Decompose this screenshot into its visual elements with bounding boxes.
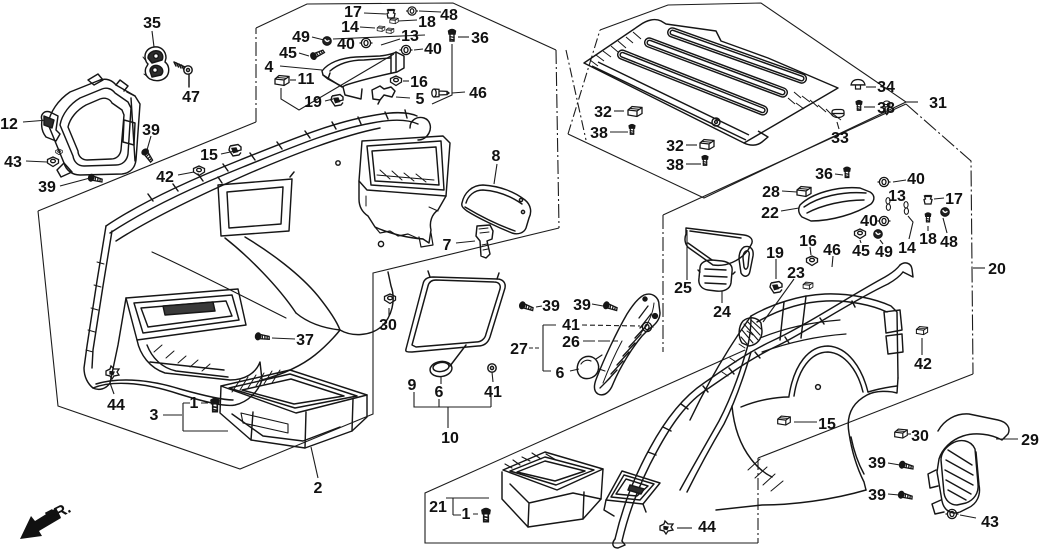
- svg-text:36: 36: [471, 30, 489, 47]
- svg-text:32: 32: [594, 104, 612, 121]
- svg-text:43: 43: [981, 514, 999, 531]
- svg-text:47: 47: [182, 89, 200, 106]
- svg-text:42: 42: [156, 169, 174, 186]
- svg-text:40: 40: [860, 213, 878, 230]
- svg-text:38: 38: [877, 100, 895, 117]
- svg-text:11: 11: [298, 71, 315, 88]
- svg-text:45: 45: [279, 45, 297, 62]
- svg-text:10: 10: [441, 430, 459, 447]
- svg-text:6: 6: [556, 365, 565, 382]
- svg-text:39: 39: [868, 487, 886, 504]
- svg-text:48: 48: [940, 234, 958, 251]
- svg-text:40: 40: [424, 41, 442, 58]
- svg-text:21: 21: [429, 499, 447, 516]
- svg-text:17: 17: [344, 4, 362, 21]
- svg-text:41: 41: [562, 317, 580, 334]
- svg-text:15: 15: [200, 147, 218, 164]
- svg-text:44: 44: [107, 397, 125, 414]
- svg-text:30: 30: [911, 428, 929, 445]
- svg-text:46: 46: [823, 242, 841, 259]
- svg-text:42: 42: [914, 356, 932, 373]
- svg-text:37: 37: [296, 332, 314, 349]
- svg-text:15: 15: [818, 416, 836, 433]
- svg-text:1: 1: [190, 395, 199, 412]
- svg-text:1: 1: [462, 506, 471, 523]
- svg-text:40: 40: [907, 171, 925, 188]
- svg-text:9: 9: [408, 377, 417, 394]
- svg-text:23: 23: [787, 265, 805, 282]
- svg-text:14: 14: [341, 19, 359, 36]
- svg-text:34: 34: [877, 79, 895, 96]
- svg-text:18: 18: [919, 231, 937, 248]
- svg-text:5: 5: [416, 91, 425, 108]
- svg-text:39: 39: [573, 297, 591, 314]
- svg-text:35: 35: [143, 15, 161, 32]
- svg-text:48: 48: [440, 7, 458, 24]
- svg-text:13: 13: [401, 28, 419, 45]
- svg-text:20: 20: [988, 261, 1006, 278]
- svg-text:22: 22: [761, 205, 779, 222]
- svg-text:24: 24: [713, 304, 731, 321]
- svg-text:39: 39: [542, 298, 560, 315]
- svg-text:12: 12: [0, 116, 18, 133]
- svg-text:29: 29: [1021, 432, 1039, 449]
- svg-text:6: 6: [435, 384, 444, 401]
- svg-text:46: 46: [469, 85, 487, 102]
- svg-text:13: 13: [888, 188, 906, 205]
- svg-text:49: 49: [875, 244, 893, 261]
- svg-text:45: 45: [852, 243, 870, 260]
- svg-text:25: 25: [674, 280, 692, 297]
- svg-text:27: 27: [510, 341, 528, 358]
- svg-text:44: 44: [698, 519, 716, 536]
- svg-text:FR.: FR.: [43, 500, 74, 527]
- svg-text:39: 39: [38, 179, 56, 196]
- svg-text:7: 7: [443, 237, 452, 254]
- svg-text:32: 32: [666, 138, 684, 155]
- svg-text:19: 19: [304, 94, 322, 111]
- svg-text:39: 39: [868, 455, 886, 472]
- svg-text:43: 43: [4, 154, 22, 171]
- svg-text:3: 3: [150, 407, 159, 424]
- svg-text:2: 2: [314, 480, 323, 497]
- svg-text:28: 28: [762, 184, 780, 201]
- svg-text:49: 49: [292, 29, 310, 46]
- svg-text:33: 33: [831, 130, 849, 147]
- svg-text:31: 31: [929, 95, 947, 112]
- svg-text:40: 40: [337, 36, 355, 53]
- svg-text:39: 39: [142, 122, 160, 139]
- svg-text:36: 36: [815, 166, 833, 183]
- svg-text:17: 17: [945, 191, 963, 208]
- svg-text:4: 4: [265, 59, 274, 76]
- svg-text:14: 14: [898, 240, 916, 257]
- svg-text:18: 18: [418, 14, 436, 31]
- svg-text:16: 16: [799, 233, 817, 250]
- svg-text:38: 38: [666, 157, 684, 174]
- svg-text:38: 38: [590, 125, 608, 142]
- svg-text:19: 19: [766, 245, 784, 262]
- svg-text:26: 26: [562, 334, 580, 351]
- svg-text:41: 41: [484, 384, 502, 401]
- svg-text:30: 30: [379, 317, 397, 334]
- svg-text:8: 8: [492, 148, 501, 165]
- svg-text:16: 16: [410, 74, 428, 91]
